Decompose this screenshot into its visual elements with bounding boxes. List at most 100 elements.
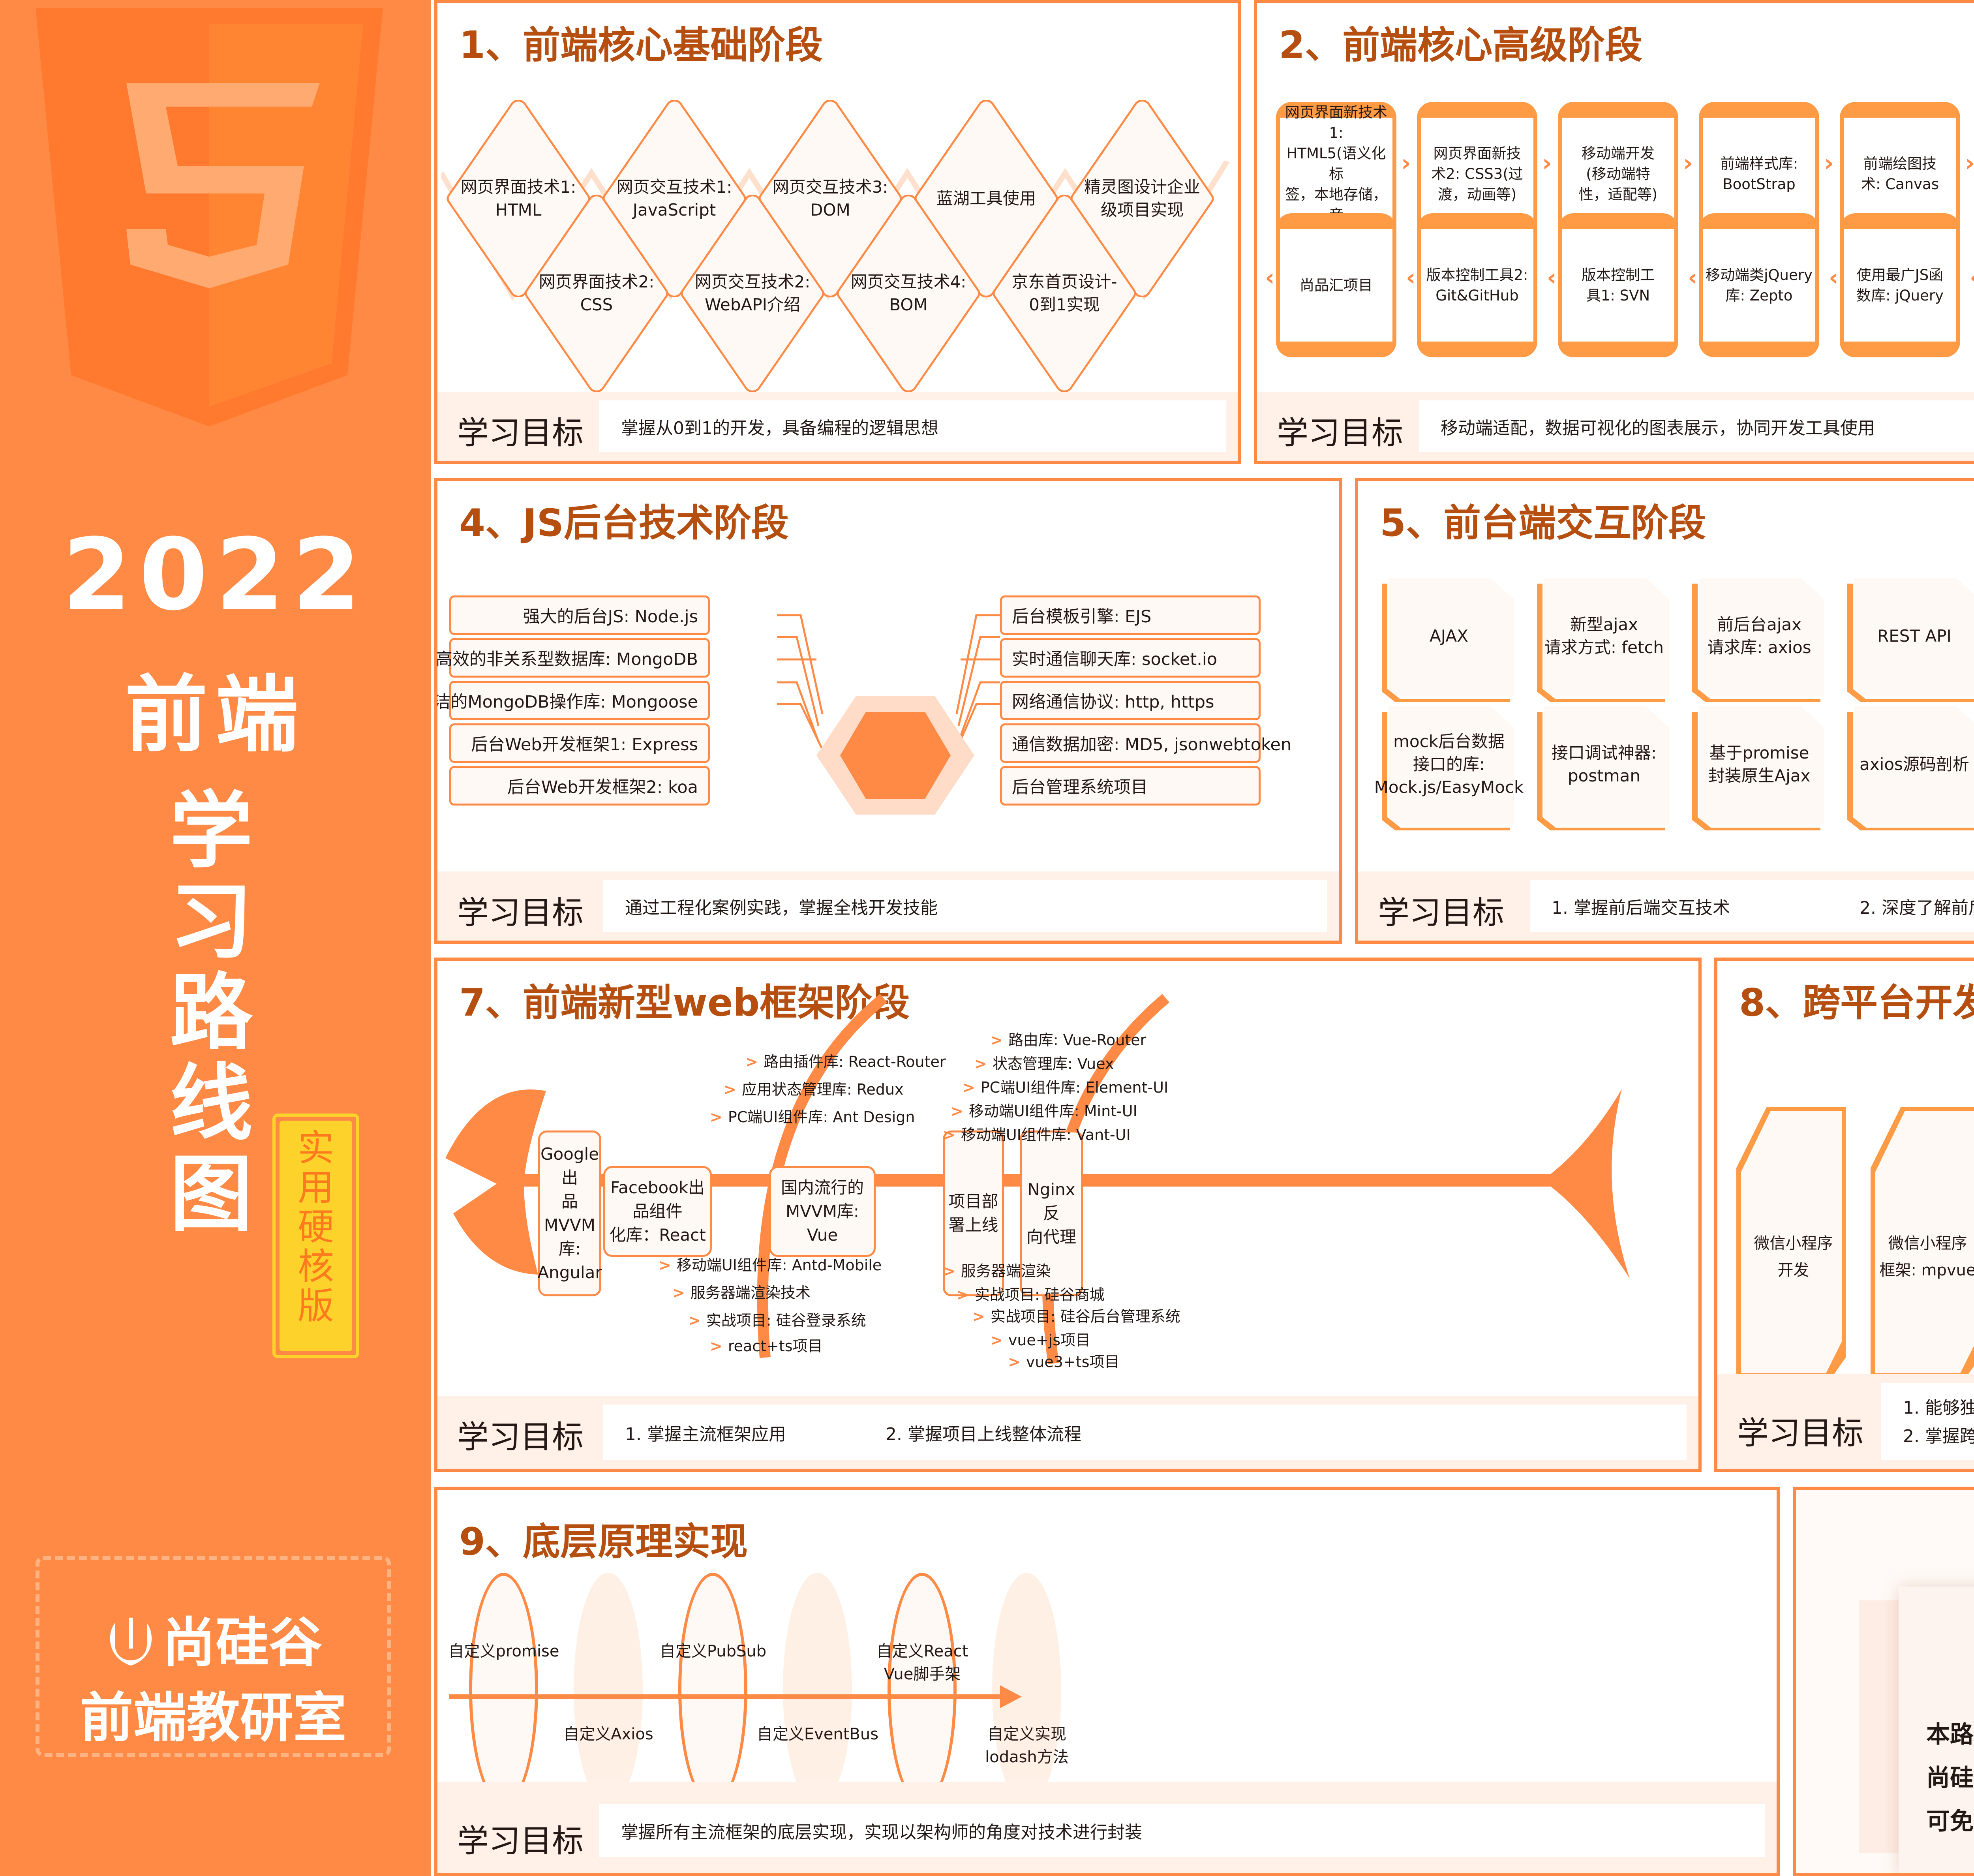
arrow-left-icon: ‹ — [1688, 264, 1698, 291]
panel-title: 1、前端核心基础阶段 — [459, 24, 823, 67]
backend-topic-left: 强大的后台JS: Node.js — [449, 595, 710, 635]
arrow-left-icon: ‹ — [1547, 264, 1557, 291]
diamond-node: 网页界面技术2: CSS — [524, 195, 670, 392]
goal-bar: 学习目标 通过工程化案例实践，掌握全栈开发技能 — [437, 871, 1339, 941]
goal-label: 学习目标 — [457, 1419, 584, 1455]
tech-card-inner: 网页界面新技 术2: CSS3(过 渡，动画等) — [1421, 118, 1533, 230]
backend-topic-right: 网络通信协议: http, https — [1000, 681, 1261, 720]
framework-subtopic: >服务器端渲染技术 — [672, 1281, 811, 1302]
tech-card-label: 前端绘图技 术: Canvas — [1861, 155, 1939, 193]
promo-card: 本路线图多数技术， 尚硅谷均有配套视频 可免费获取 >>>> — [1899, 1587, 1974, 1873]
goal-text: 通过工程化案例实践，掌握全栈开发技能 — [603, 880, 1327, 932]
framework-subtopic-label: PC端UI组件库: Ant Design — [728, 1108, 915, 1126]
framework-node: Google出 品MVVM库: Angular — [537, 1130, 602, 1296]
diamond-node: 网页交互技术4: BOM — [835, 195, 981, 392]
goal-label: 学习目标 — [457, 894, 584, 931]
brand-name: 尚硅谷 — [162, 1612, 322, 1674]
principle-label: 自定义promise — [448, 1642, 559, 1660]
framework-subtopic: >实战项目: 硅谷后台管理系统 — [972, 1304, 1180, 1326]
framework-subtopic-label: 移动端UI组件库: Antd-Mobile — [676, 1256, 882, 1274]
tech-card-label: 版本控制工具2: Git&GitHub — [1426, 266, 1528, 304]
interaction-card-label: REST API — [1877, 626, 1951, 646]
title-char: 图 — [169, 1146, 253, 1243]
framework-subtopic: > PC端UI组件库: Ant Design — [710, 1105, 915, 1127]
goal-text: 掌握从0到1的开发，具备编程的逻辑思想 — [599, 400, 1226, 452]
interaction-card: 基于promise 封装原生Ajax — [1690, 706, 1824, 830]
goal-label: 学习目标 — [457, 415, 584, 451]
goal-label: 学习目标 — [457, 1823, 584, 1859]
backend-topic-right: 通信数据加密: MD5, jsonwebtoken — [1000, 723, 1291, 763]
stamp-char: 实 — [297, 1127, 334, 1169]
framework-subtopic: >移动端UI组件库: Mint-UI — [951, 1099, 1137, 1121]
chevron-right-icon: > — [943, 1126, 955, 1144]
framework-subtopic-label: 服务器端渲染技术 — [690, 1284, 811, 1301]
stamp-char: 硬 — [297, 1206, 334, 1248]
chevron-right-icon: > — [659, 1256, 671, 1274]
tech-card-inner: 尚品汇项目 — [1280, 229, 1392, 342]
framework-subtopic-label: 移动端UI组件库: Mint-UI — [968, 1102, 1137, 1120]
tech-card: 版本控制工 具1: SVN — [1558, 213, 1678, 357]
backend-topic-left: 简洁的MongoDB操作库: Mongoose — [437, 681, 710, 720]
diamond-node: 京东首页设计- 0到1实现 — [991, 195, 1137, 392]
interaction-card-label: AJAX — [1430, 626, 1468, 646]
diamond-label: 网页交互技术4: BOM — [850, 272, 966, 314]
interaction-card-label: mock后台数据 接口的库: Mock.js/EasyMock — [1374, 731, 1524, 797]
panel-title: 7、前端新型web框架阶段 — [459, 981, 910, 1025]
framework-subtopic-label: 实战项目: 硅谷后台管理系统 — [990, 1308, 1180, 1325]
arrow-left-icon: ‹ — [1829, 264, 1839, 291]
framework-subtopic-label: 移动端UI组件库: Vant-UI — [961, 1126, 1131, 1144]
sidebar-year: 2022 — [62, 517, 369, 632]
framework-subtopic: >react+ts项目 — [710, 1334, 823, 1356]
sidebar: 2022 前端 学 习 路 线 图 实 用 硬 核 版 尚硅谷 前端教研室 — [0, 0, 431, 1876]
tech-card-inner: 前端样式库: BootStrap — [1703, 118, 1815, 230]
tech-card-label: 尚品汇项目 — [1300, 276, 1373, 294]
stamp-char: 版 — [297, 1285, 334, 1327]
backend-topic-left: 后台Web开发框架2: koa — [449, 766, 710, 806]
tech-card-inner: 移动端开发 (移动端特 性，适配等) — [1562, 118, 1674, 230]
framework-subtopic: >应用状态管理库: Redux — [724, 1077, 904, 1099]
arrow-right-icon: › — [1965, 149, 1974, 177]
goal-label: 学习目标 — [1277, 415, 1403, 451]
principle-ellipse — [888, 1573, 957, 1806]
framework-subtopic: >PC端UI组件库: Element-UI — [963, 1075, 1168, 1097]
diamond-label: 京东首页设计- 0到1实现 — [1011, 272, 1117, 314]
framework-node: Nginx反 向代理 — [1020, 1130, 1083, 1296]
framework-subtopic-label: 实战项目: 硅谷登录系统 — [706, 1312, 866, 1329]
title-char: 线 — [169, 1055, 253, 1152]
panel-title: 4、JS后台技术阶段 — [459, 501, 789, 545]
interaction-card-label: 基于promise 封装原生Ajax — [1708, 743, 1811, 785]
framework-subtopic: >路由库: Vue-Router — [990, 1028, 1146, 1050]
tech-card-inner: 前端绘图技 术: Canvas — [1844, 118, 1956, 230]
goal-label: 学习目标 — [1737, 1415, 1863, 1452]
arrow-left-icon: ‹ — [1265, 264, 1275, 291]
chevron-right-icon: > — [724, 1081, 736, 1098]
principle-ellipse — [783, 1573, 852, 1806]
backend-topic-right: 后台模板引擎: EJS — [1000, 595, 1261, 635]
principle-ellipse — [678, 1573, 747, 1806]
backend-topic-right: 实时通信聊天库: socket.io — [1000, 638, 1261, 678]
hub-connectors — [777, 614, 1000, 750]
chevron-right-icon: > — [745, 1053, 758, 1070]
timeline-arrow-icon — [449, 1685, 1022, 1708]
framework-subtopic-label: 服务器端渲染 — [961, 1262, 1051, 1280]
tech-card-label: 版本控制工 具1: SVN — [1582, 266, 1655, 304]
crossplatform-card-label: 微信小程序 开发 — [1754, 1234, 1833, 1279]
interaction-card: 新型ajax 请求方式: fetch — [1535, 578, 1669, 702]
panel-stage-2: 2、前端核心高级阶段 网页界面新技术1: HTML5(语义化标 签，本地存储，音… — [1254, 0, 1974, 464]
chevron-right-icon: > — [963, 1079, 975, 1096]
goal-bar: 学习目标 1. 掌握前后端交互技术 2. 深度了解前后端分离技术 — [1358, 871, 1974, 941]
framework-subtopic: >实战项目: 硅谷登录系统 — [688, 1308, 866, 1330]
chevron-right-icon: > — [990, 1031, 1003, 1049]
framework-subtopic: >vue+js项目 — [990, 1328, 1090, 1350]
tech-card-label: 移动端类jQuery 库: Zepto — [1706, 266, 1813, 304]
goal-text: 1. 掌握主流框架应用 2. 掌握项目上线整体流程 — [603, 1405, 1687, 1460]
arrow-right-icon: › — [1542, 149, 1552, 177]
hexagon-hub-icon — [816, 696, 974, 815]
chevron-right-icon: > — [710, 1108, 722, 1126]
interaction-card-label: 接口调试神器: postman — [1551, 743, 1657, 785]
framework-subtopic: >实战项目: 硅谷商城 — [957, 1283, 1105, 1304]
